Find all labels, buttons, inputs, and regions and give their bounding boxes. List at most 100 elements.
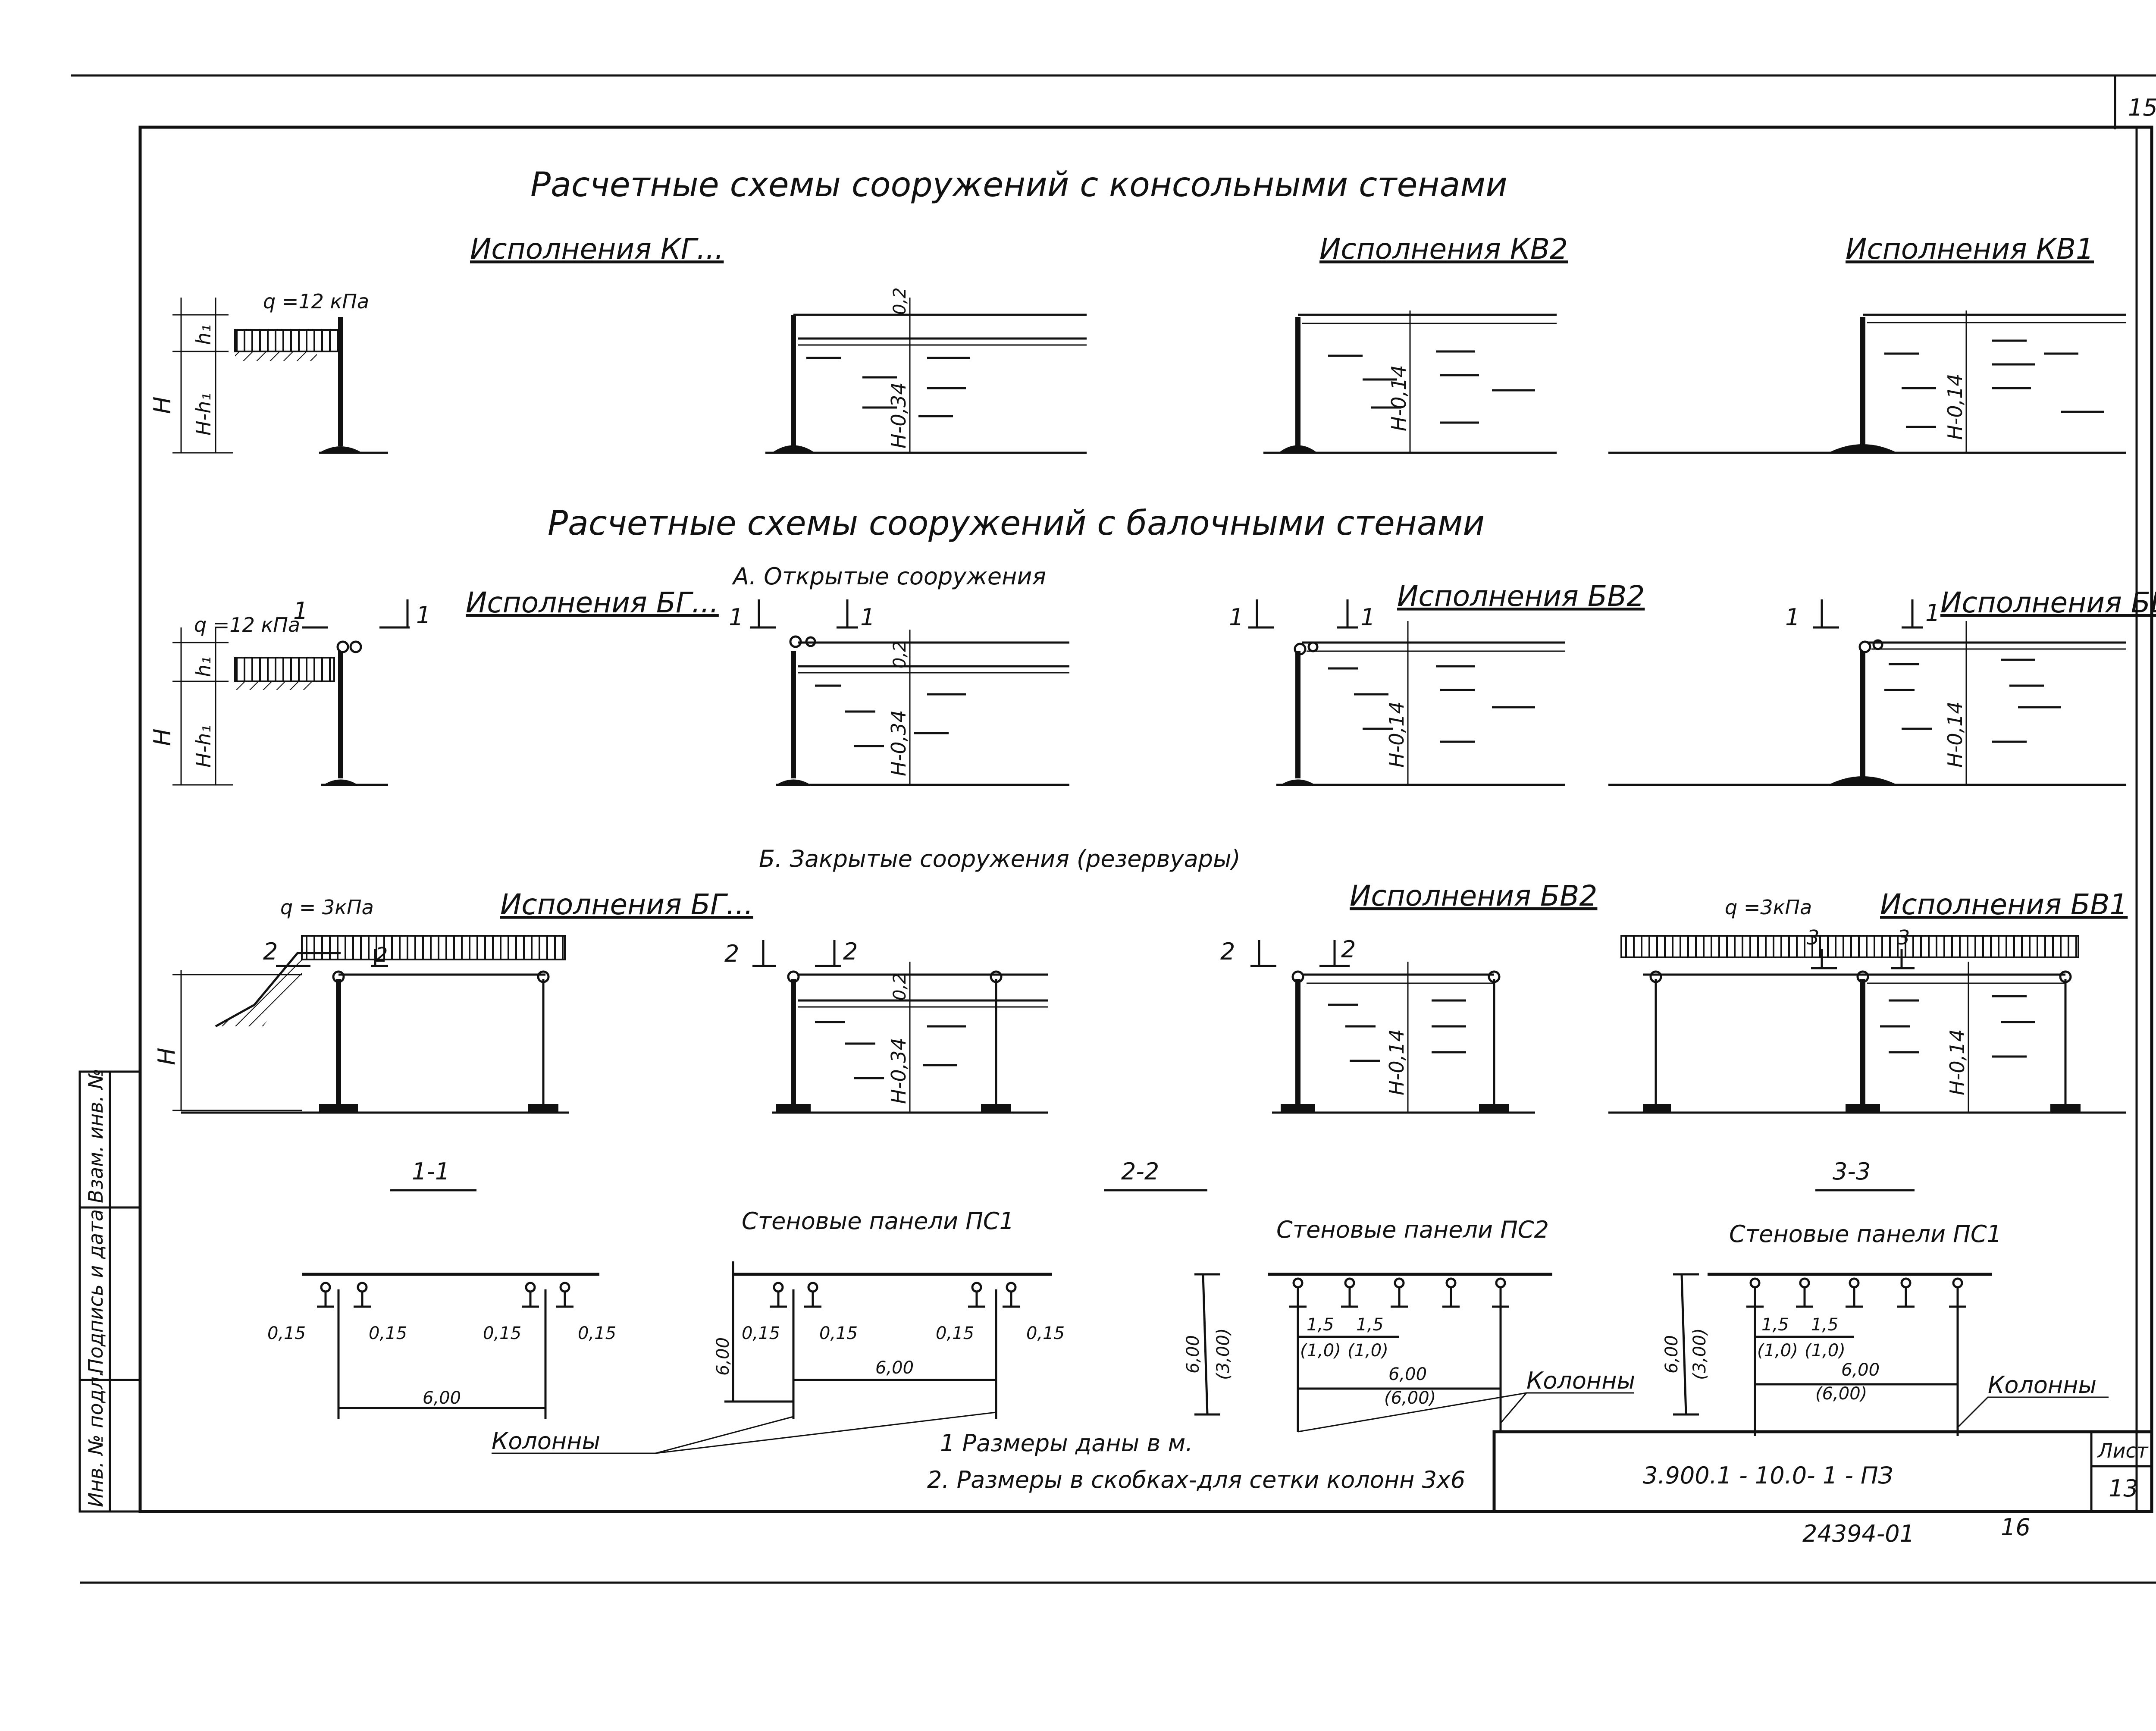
cut-2-b: 2 [375,943,388,966]
label-bg-closed: Исполнения БГ... [500,888,753,921]
dim-15-d: 1,5 [1811,1315,1839,1335]
cut-1-d: 1 [860,604,875,631]
title-block: 3.900.1 - 10.0- 1 - ПЗ Лист 13 [1492,1430,2153,1513]
dim-H-014-e: H-0,14 [1385,1029,1408,1095]
section-b-title: Б. Закрытые сооружения (резервуары) [759,845,1241,872]
columns-label-c: Колонны [1988,1371,2096,1399]
dim-H-034-b: H-0,34 [887,710,910,776]
dim-H-034-a: H-0,34 [887,382,910,448]
note-1: 1 Размеры даны в м. [940,1430,1193,1457]
section-1-1: 1-1 [412,1158,450,1185]
dim-600-f: (6,00) [1815,1384,1867,1404]
section-3-3-drawing: 6,00 (3,00) 1,5 1,5 (1,0) (1,0) 6,00 (6,… [1662,1273,1992,1436]
label-bv1-closed: Исполнения БВ1 [1880,888,2128,921]
section-2-2: 2-2 [1121,1158,1159,1185]
stamp-list-label: Лист [2097,1439,2149,1462]
note-2: 2. Размеры в скобках-для сетки колонн 3х… [927,1466,1465,1493]
dim-600-v3: 6,00 [1662,1335,1682,1374]
cut-2-e: 2 [1220,938,1235,965]
panels-pc1: Стеновые панели ПС1 [742,1207,1014,1235]
dim-300-v3: (3,00) [1690,1328,1710,1380]
title-cantilever: Расчетные схемы сооружений с консольными… [530,166,1507,204]
cut-2-c: 2 [724,940,739,967]
columns-label-b: Колонны [1526,1367,1635,1394]
dim-600-e: 6,00 [1841,1360,1880,1380]
dim-H-014-f: H-0,14 [1946,1029,1969,1095]
section-3-3: 3-3 [1833,1158,1871,1185]
side-stamp: Инв. № подл. Подпись и дата Взам. инв. № [78,1069,141,1513]
cut-1-g: 1 [1785,604,1800,631]
cut-1-b: 1 [416,602,431,629]
dim-H-h1-b: H-h₁ [192,725,215,768]
cut-1-a: 1 [293,597,308,624]
cut-3-a: 3 [1807,926,1819,949]
dim-H-h1: H-h₁ [192,393,215,436]
scheme-bv1-open: 1 1 H-0,14 [1608,599,2126,786]
dim-h1-b: h₁ [192,656,215,677]
label-kv2: Исполнения КВ2 [1319,232,1568,266]
sheet-number-top: 15 [2128,94,2156,121]
sheet-frame: 15 [71,74,2156,1584]
load-q3: q = 3кПа [280,896,374,919]
dim-15-a: 1,5 [1307,1315,1334,1335]
dim-600-b: 6,00 [875,1358,914,1378]
columns-leaders: Колонны Колонны Колонны [492,1367,2109,1455]
dim-600-d: (6,00) [1384,1388,1436,1408]
scheme-bv2-closed: 2 2 H-0,14 [1220,936,1535,1114]
scheme-kv2: H-0,14 [1263,310,1557,454]
dim-10-d: (1,0) [1805,1341,1846,1361]
dim-15-b: 1,5 [1356,1315,1384,1335]
scheme-bg-closed: q = 3кПа H 2 2 [153,896,569,1114]
dim-015-c: 0,15 [483,1323,521,1343]
scheme-kg: H h₁ H-h₁ q =12 кПа [149,290,388,454]
label-bv2-closed: Исполнения БВ2 [1350,879,1597,913]
dim-H-014-c: H-0,14 [1385,701,1408,768]
section-2-2-drawing: 6,00 0,15 0,15 0,15 0,15 6,00 [713,1261,1065,1419]
panels-pc2: Стеновые панели ПС2 [1276,1216,1549,1243]
dim-015-f: 0,15 [819,1323,858,1343]
dim-H-014-d: H-0,14 [1943,701,1967,768]
dim-0-2-b: 0,2 [890,641,910,668]
dim-H-014-a: H-0,14 [1387,365,1410,431]
label-bv1-open: Исполнения БВ1 [1940,586,2156,619]
section-a-title: А. Открытые сооружения [732,563,1046,590]
dim-15-c: 1,5 [1761,1315,1789,1335]
stamp-code: 3.900.1 - 10.0- 1 - ПЗ [1643,1462,1893,1489]
scheme-bv1-closed: q =3кПа 3 3 H-0,14 [1608,896,2126,1114]
title-beam: Расчетные схемы сооружений с балочными с… [548,504,1485,543]
cut-2-f: 2 [1341,936,1356,963]
stamp-list-number: 13 [2109,1475,2138,1502]
dim-600-v: 6,00 [713,1337,733,1376]
dim-H-014-b: H-0,14 [1943,373,1967,440]
dim-H-b: H [149,728,176,746]
dim-10-a: (1,0) [1300,1341,1341,1361]
page-number: 16 [2001,1514,2031,1541]
cut-1-c: 1 [729,604,743,631]
cut-2-a: 2 [263,938,278,965]
dim-0-2-c: 0,2 [890,973,910,1000]
label-bg-open: Исполнения БГ... [466,586,719,619]
dim-015-e: 0,15 [742,1323,780,1343]
side-inv-podl: Инв. № подл. [84,1370,107,1507]
dim-H: H [149,396,176,414]
columns-label-a: Колонны [492,1427,600,1455]
section-1-1-drawing: 0,15 0,15 0,15 0,15 6,00 [267,1273,616,1419]
scheme-kg-liquid: 0,2 H-0,34 [765,287,1087,454]
dim-10-c: (1,0) [1757,1341,1798,1361]
scheme-bg-open-liquid: 1 1 0,2 H-0,34 [729,599,1069,786]
load-q12-b: q =12 кПа [194,613,300,637]
side-vzam: Взам. инв. № [84,1069,107,1203]
load-q3b: q =3кПа [1725,896,1812,919]
dim-300-v2: (3,00) [1213,1328,1233,1380]
label-kv1: Исполнения КВ1 [1846,232,2094,266]
section-pc2-drawing: 6,00 (3,00) 1,5 1,5 (1,0) (1,0) 6,00 (6,… [1183,1273,1552,1432]
dim-600-v2: 6,00 [1183,1335,1203,1374]
dim-015-h: 0,15 [1026,1323,1065,1343]
dim-h1: h₁ [192,324,215,345]
load-q12: q =12 кПа [263,290,369,313]
dim-0-2-a: 0,2 [890,287,910,315]
scheme-kv1: H-0,14 [1608,310,2126,454]
dim-015-b: 0,15 [369,1323,407,1343]
dim-H-034-c: H-0,34 [887,1038,910,1104]
scheme-bg-closed-liquid: 2 2 0,2 H-0,34 [724,938,1048,1114]
